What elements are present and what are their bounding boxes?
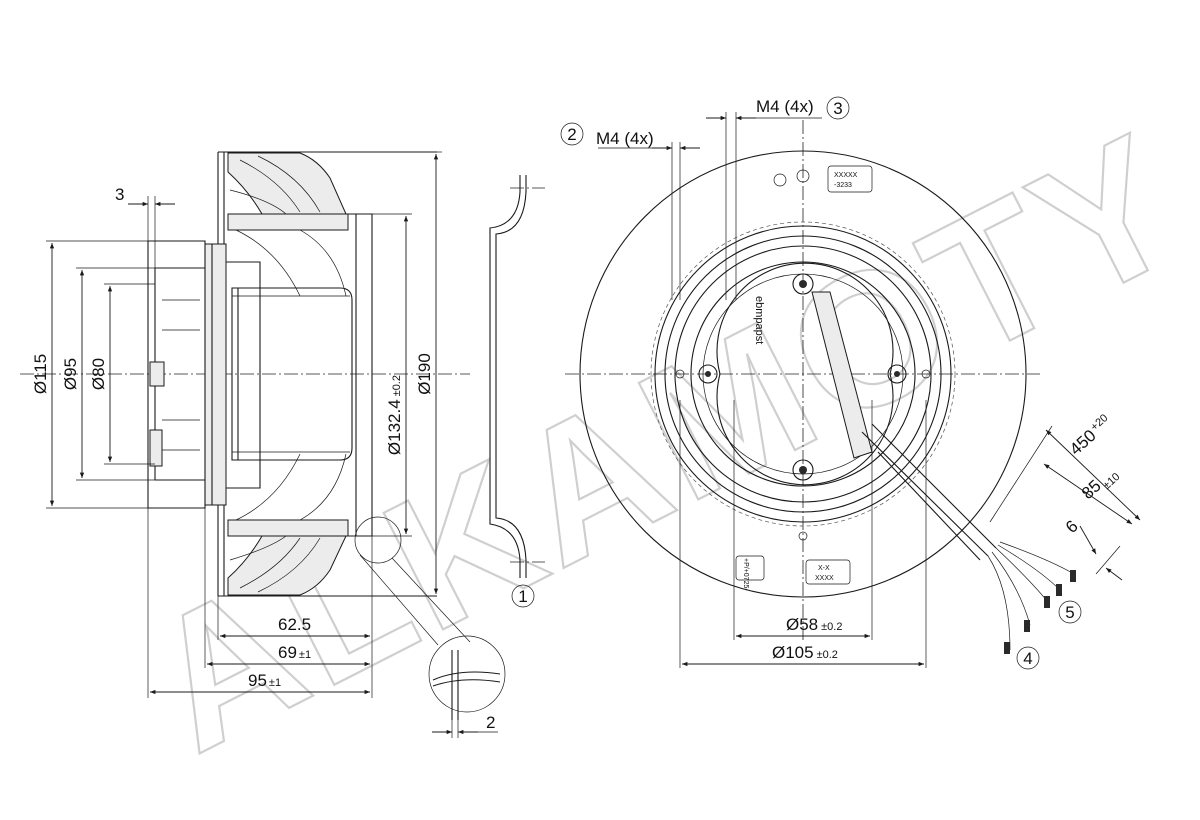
dim-d190: Ø190 <box>415 353 434 395</box>
callout-2: 2 <box>560 122 584 146</box>
stamp-bottom-1: X-X <box>818 565 830 572</box>
dim-d80: Ø80 <box>89 358 108 390</box>
stamp-top-2: -3233 <box>834 182 852 189</box>
callout-3: 3 <box>826 96 850 120</box>
dim-d115: Ø115 <box>31 354 50 394</box>
dim-d105: Ø105±0.2 <box>772 643 838 662</box>
svg-text:5: 5 <box>1065 603 1074 622</box>
svg-text:2: 2 <box>567 125 576 144</box>
stamp-bottom-2: XXXX <box>815 575 834 582</box>
dim-85: 85±10 <box>1078 463 1123 506</box>
callout-5: 5 <box>1058 600 1082 624</box>
dim-95: 95±1 <box>248 671 281 690</box>
dim-3: 3 <box>115 185 124 204</box>
svg-text:3: 3 <box>833 99 842 118</box>
dim-2: 2 <box>486 713 495 732</box>
dim-450: 450+20 <box>1066 412 1115 459</box>
dim-d58: Ø58±0.2 <box>786 615 842 634</box>
side-view <box>20 151 545 738</box>
callout-1: 1 <box>511 584 535 608</box>
svg-text:1: 1 <box>518 587 527 606</box>
front-view <box>565 112 1141 668</box>
dim-69: 69±1 <box>278 643 311 662</box>
svg-text:4: 4 <box>1023 649 1032 668</box>
callout-4: 4 <box>1016 646 1040 670</box>
dim-6: 6 <box>1062 517 1082 537</box>
stamp-side: +P/+0725- <box>742 558 749 591</box>
brand-logo-text: ebmpapst <box>753 296 765 344</box>
label-m4-left: M4 (4x) <box>596 129 654 148</box>
dim-62-5: 62.5 <box>278 615 311 634</box>
label-m4-top: M4 (4x) <box>756 97 814 116</box>
dim-d95: Ø95 <box>61 358 80 390</box>
stamp-top-1: XXXXX <box>834 172 858 179</box>
dim-d132: Ø132.4±0.2 <box>385 375 404 455</box>
